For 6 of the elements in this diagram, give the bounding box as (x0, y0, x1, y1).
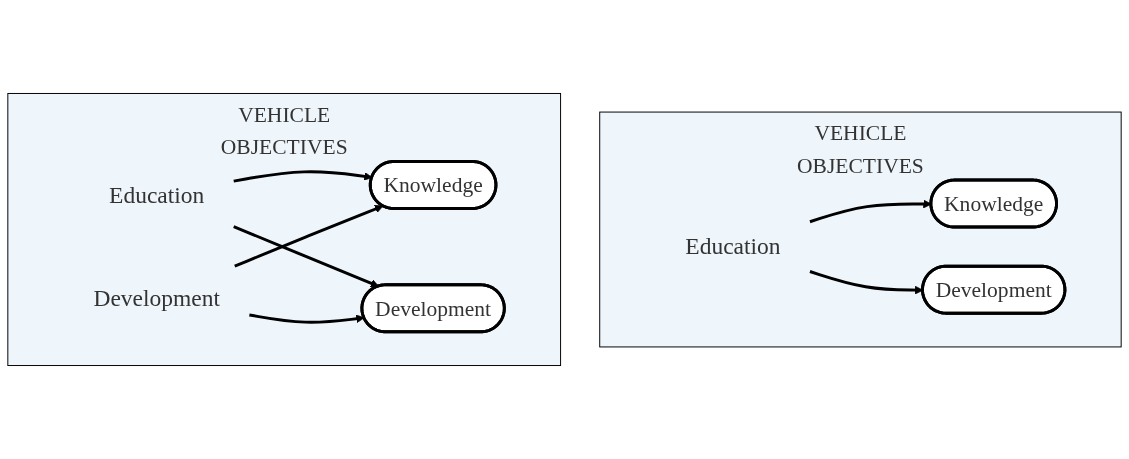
node-text: Development (93, 285, 220, 312)
arrow (234, 204, 384, 268)
node-text: Education (685, 233, 781, 260)
node-text: Education (109, 182, 205, 208)
arrow (233, 225, 380, 288)
arrow (249, 313, 365, 324)
